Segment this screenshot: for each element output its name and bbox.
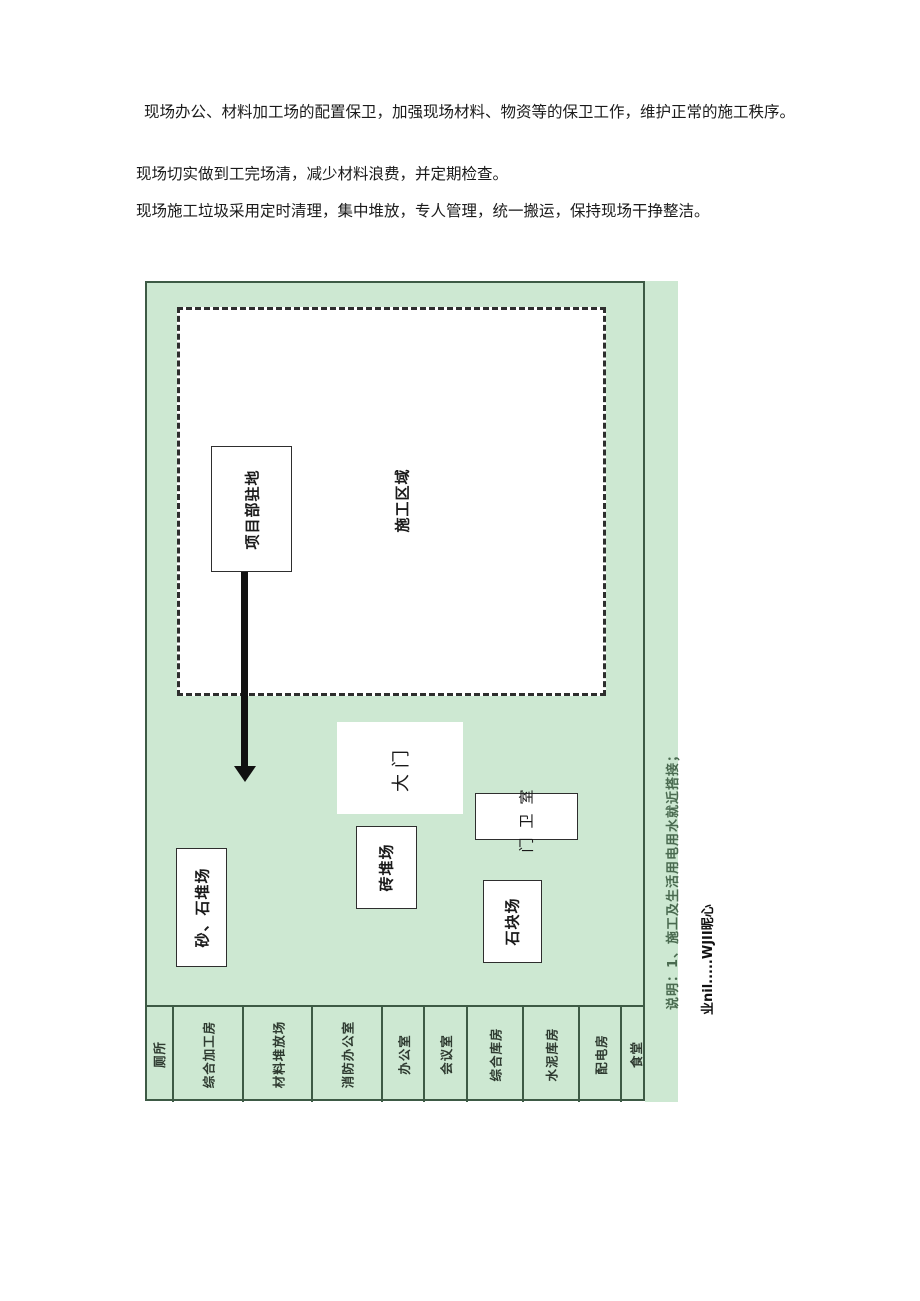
room-label: 消防办公室 xyxy=(340,1020,356,1089)
room-cell: 配电房 xyxy=(580,1007,623,1102)
room-cell: 水泥库房 xyxy=(524,1007,580,1102)
main-gate-box: 大门 xyxy=(337,722,463,814)
room-label: 会议室 xyxy=(438,1034,454,1075)
project-office-label: 项目部驻地 xyxy=(243,468,262,550)
guard-room-box: 门卫室 xyxy=(475,780,578,853)
stone-block-yard-box: 石块场 xyxy=(483,880,542,963)
sand-stone-yard-box: 砂、石堆场 xyxy=(176,848,227,967)
bottom-rooms-row: 厕所 综合加工房 材料堆放场 消防办公室 办公室 会议室 综合库房 水泥库房 配… xyxy=(145,1005,645,1102)
room-cell: 综合加工房 xyxy=(174,1007,244,1102)
room-cell: 厕所 xyxy=(145,1007,175,1102)
plan-note: 说明：1、施工及生活用电用水就近搭接； xyxy=(666,747,681,1010)
brick-yard-box: 砖堆场 xyxy=(356,826,417,909)
room-label: 综合库房 xyxy=(488,1027,504,1082)
room-cell: 综合库房 xyxy=(468,1007,524,1102)
main-gate-label: 大门 xyxy=(391,744,412,792)
stone-block-yard-label: 石块场 xyxy=(503,897,522,946)
room-label: 材料堆放场 xyxy=(270,1020,286,1089)
paragraph-cleanup: 现场切实做到工完场清，减少材料浪费，并定期检查。 xyxy=(136,165,509,183)
paragraph-waste: 现场施工垃圾采用定时清理，集中堆放，专人管理，统一搬运，保持现场干挣整洁。 xyxy=(136,202,710,220)
room-label: 办公室 xyxy=(396,1034,412,1075)
side-note-strip xyxy=(645,281,678,1102)
room-cell: 消防办公室 xyxy=(313,1007,383,1102)
room-label: 厕所 xyxy=(152,1040,168,1069)
construction-zone-label: 施工区域 xyxy=(393,468,412,533)
room-label: 配电房 xyxy=(593,1034,609,1075)
room-label: 水泥库房 xyxy=(544,1027,560,1082)
room-cell: 材料堆放场 xyxy=(244,1007,314,1102)
arrow-shaft xyxy=(241,572,248,768)
overlay-artifact-text: 业nil.....WJII昵心 xyxy=(701,904,716,1015)
room-cell: 办公室 xyxy=(383,1007,426,1102)
project-office-box: 项目部驻地 xyxy=(211,446,292,572)
guard-room-label: 门卫室 xyxy=(517,780,536,853)
room-cell: 食堂 xyxy=(622,1007,649,1102)
paragraph-security: 现场办公、材料加工场的配置保卫，加强现场材料、物资等的保卫工作，维护正常的施工秩… xyxy=(144,103,796,121)
arrow-down-icon xyxy=(234,766,256,782)
room-label: 综合加工房 xyxy=(201,1020,217,1089)
room-cell: 会议室 xyxy=(425,1007,468,1102)
sand-stone-yard-label: 砂、石堆场 xyxy=(193,867,212,948)
brick-yard-label: 砖堆场 xyxy=(377,843,396,892)
room-label: 食堂 xyxy=(629,1040,645,1069)
